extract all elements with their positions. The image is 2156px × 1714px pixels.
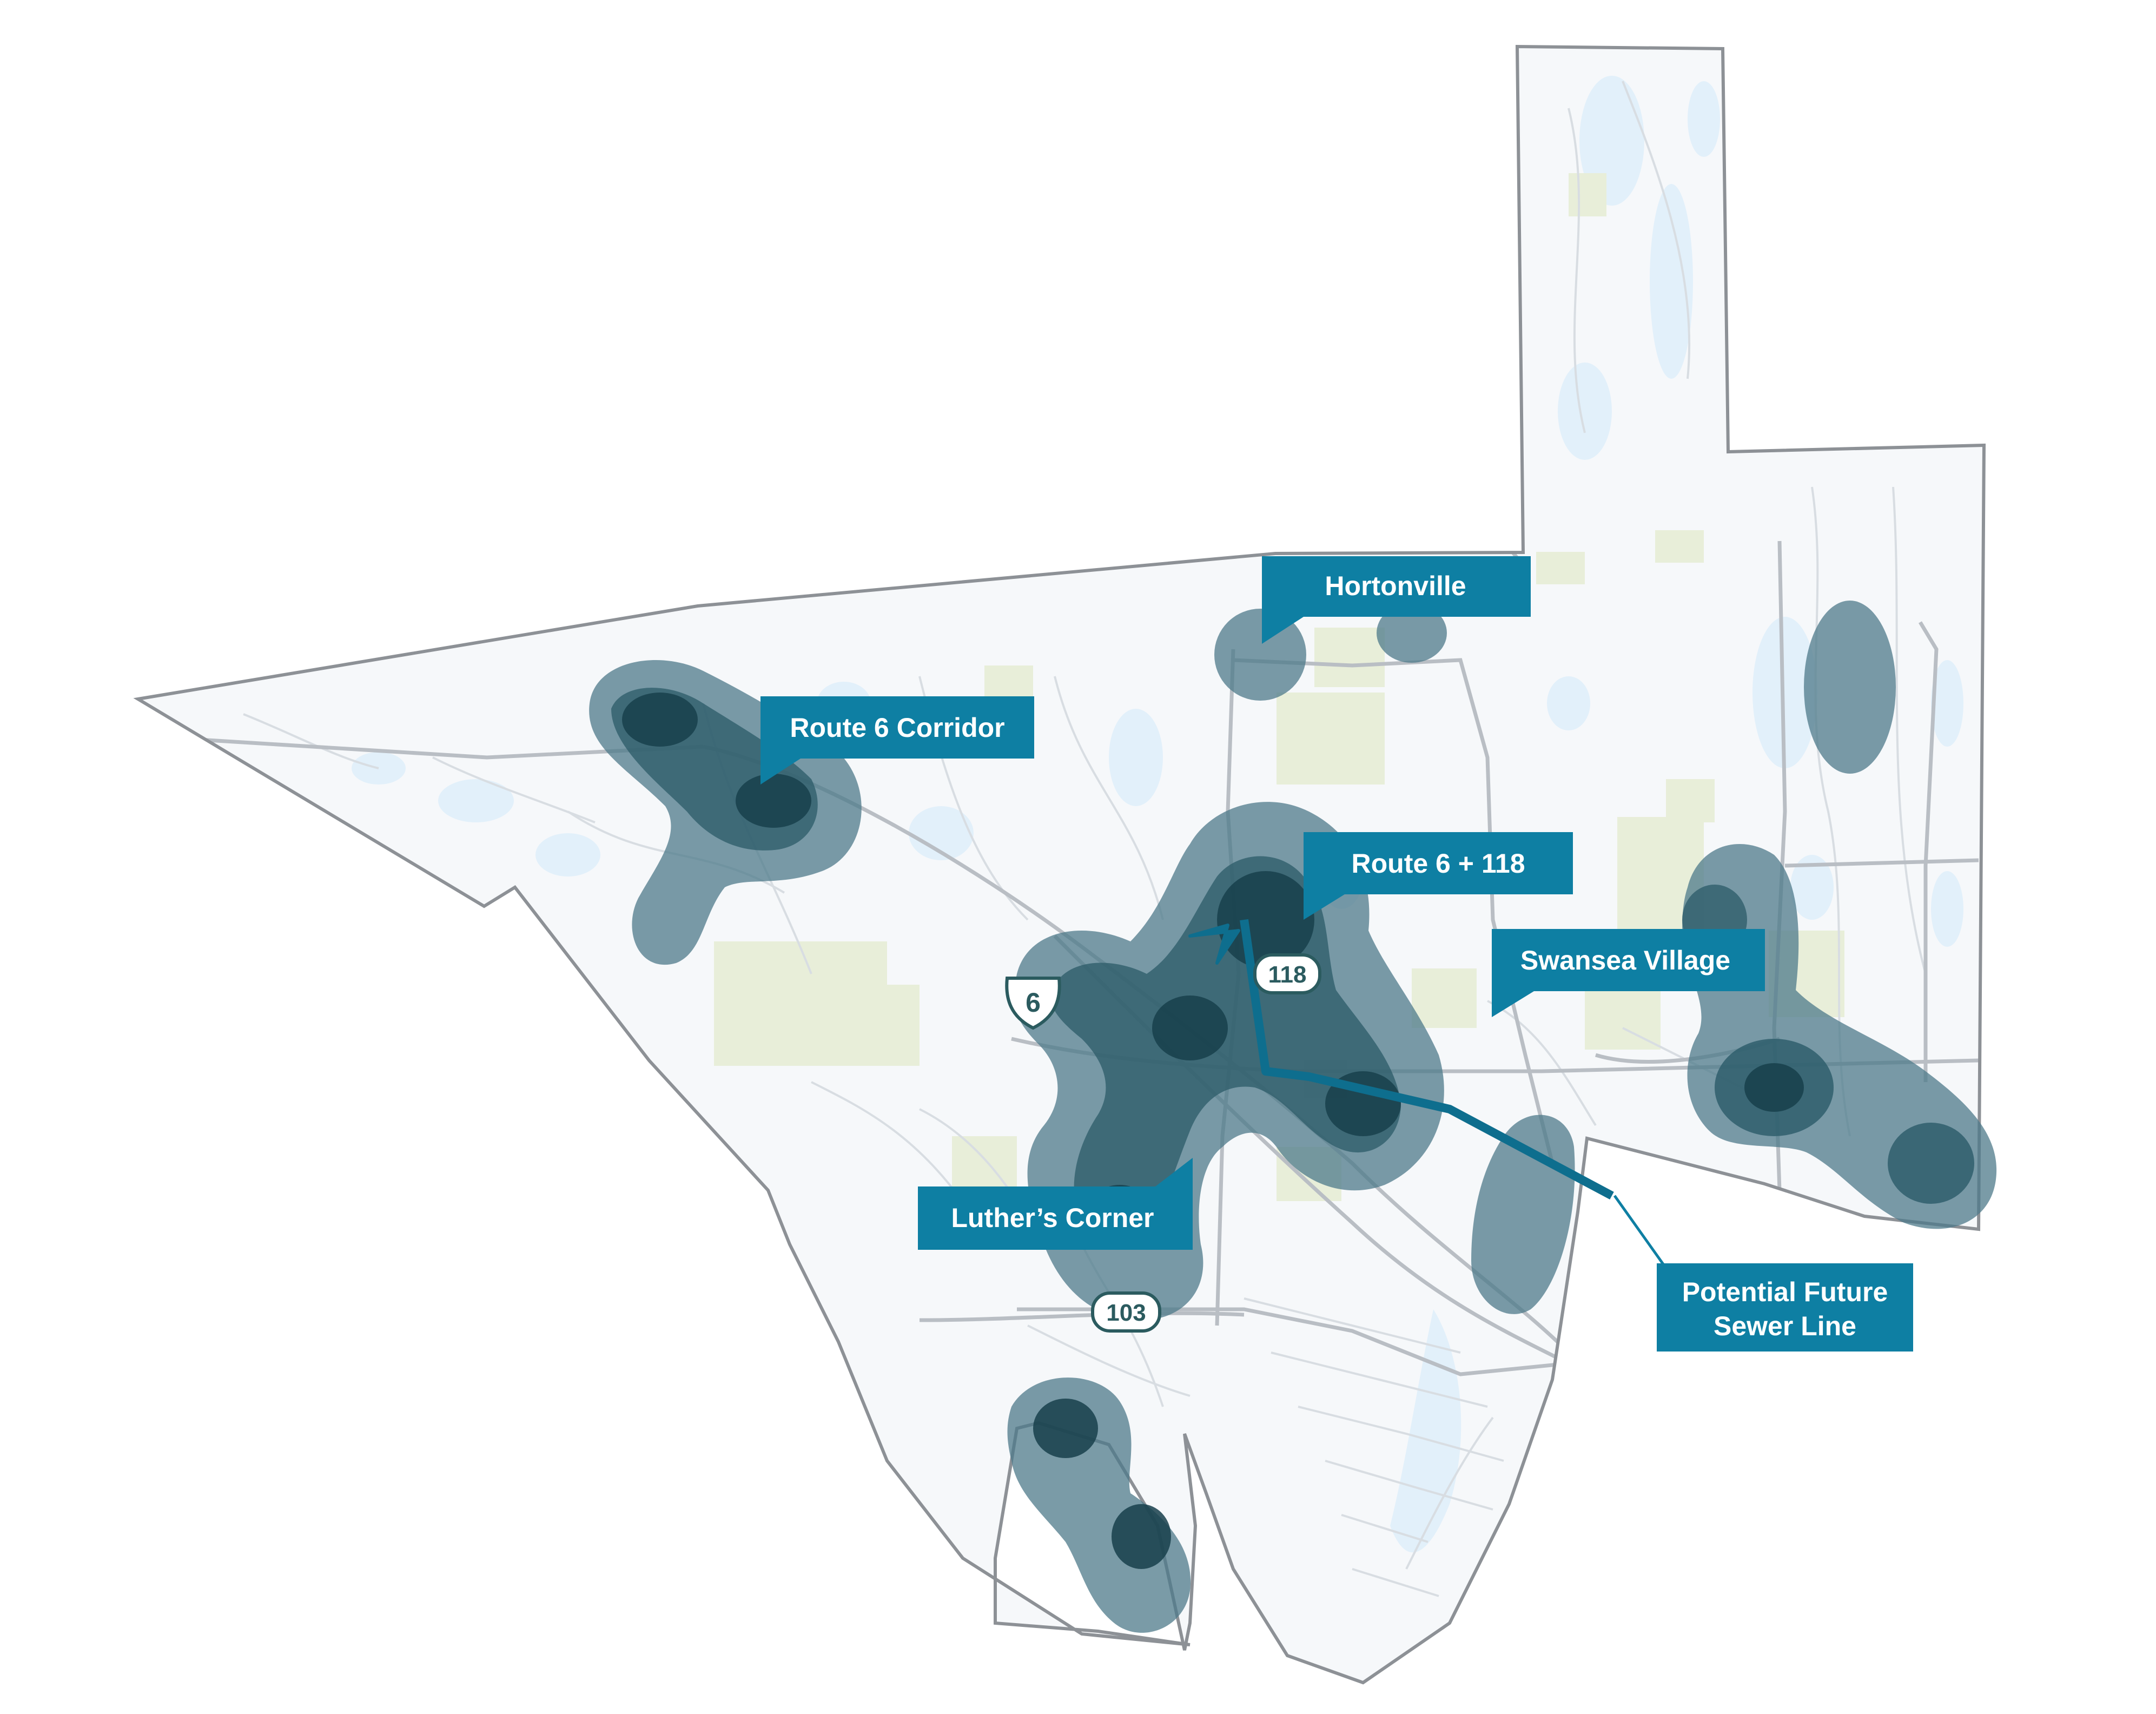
- callout-sewer-line-label-1: Potential Future: [1682, 1277, 1888, 1307]
- callout-hortonville-label: Hortonville: [1325, 571, 1466, 601]
- state-route-shield-icon: [1253, 953, 1321, 994]
- route-118-shield: 118: [1253, 953, 1321, 994]
- callout-hortonville: Hortonville: [1262, 556, 1531, 644]
- cluster-southwest: [1007, 1377, 1191, 1633]
- route-103-shield: 103: [1091, 1291, 1161, 1333]
- callout-sewer-line-label-2: Sewer Line: [1714, 1311, 1856, 1341]
- callout-route6-corridor: Route 6 Corridor: [760, 696, 1034, 785]
- state-route-shield-icon: [1091, 1291, 1161, 1333]
- cluster-hortonville-west: [1214, 609, 1306, 701]
- callout-swansea-village: Swansea Village: [1492, 929, 1765, 1017]
- callout-luthers-corner-label: Luther’s Corner: [951, 1203, 1154, 1233]
- cluster-hortonville-east: [1377, 603, 1447, 663]
- callout-route6-118: Route 6 + 118: [1304, 832, 1573, 920]
- callout-route6-corridor-label: Route 6 Corridor: [790, 713, 1004, 743]
- route-103-shield-label: 103: [1106, 1300, 1146, 1326]
- callout-route6-118-label: Route 6 + 118: [1352, 848, 1525, 879]
- callout-luthers-corner: Luther’s Corner: [918, 1158, 1193, 1250]
- town-boundary: [133, 44, 1986, 1685]
- route-6-shield: 6: [1005, 977, 1061, 1030]
- arrow-icon: [1188, 924, 1240, 965]
- route-6-shield-label: 6: [1026, 987, 1041, 1018]
- us-route-shield-icon: [1005, 977, 1061, 1030]
- callout-sewer-line: Potential Future Sewer Line: [1657, 1263, 1913, 1352]
- callout-swansea-village-label: Swansea Village: [1520, 945, 1730, 975]
- route-118-shield-label: 118: [1268, 961, 1307, 988]
- cluster-northeast: [1804, 601, 1896, 774]
